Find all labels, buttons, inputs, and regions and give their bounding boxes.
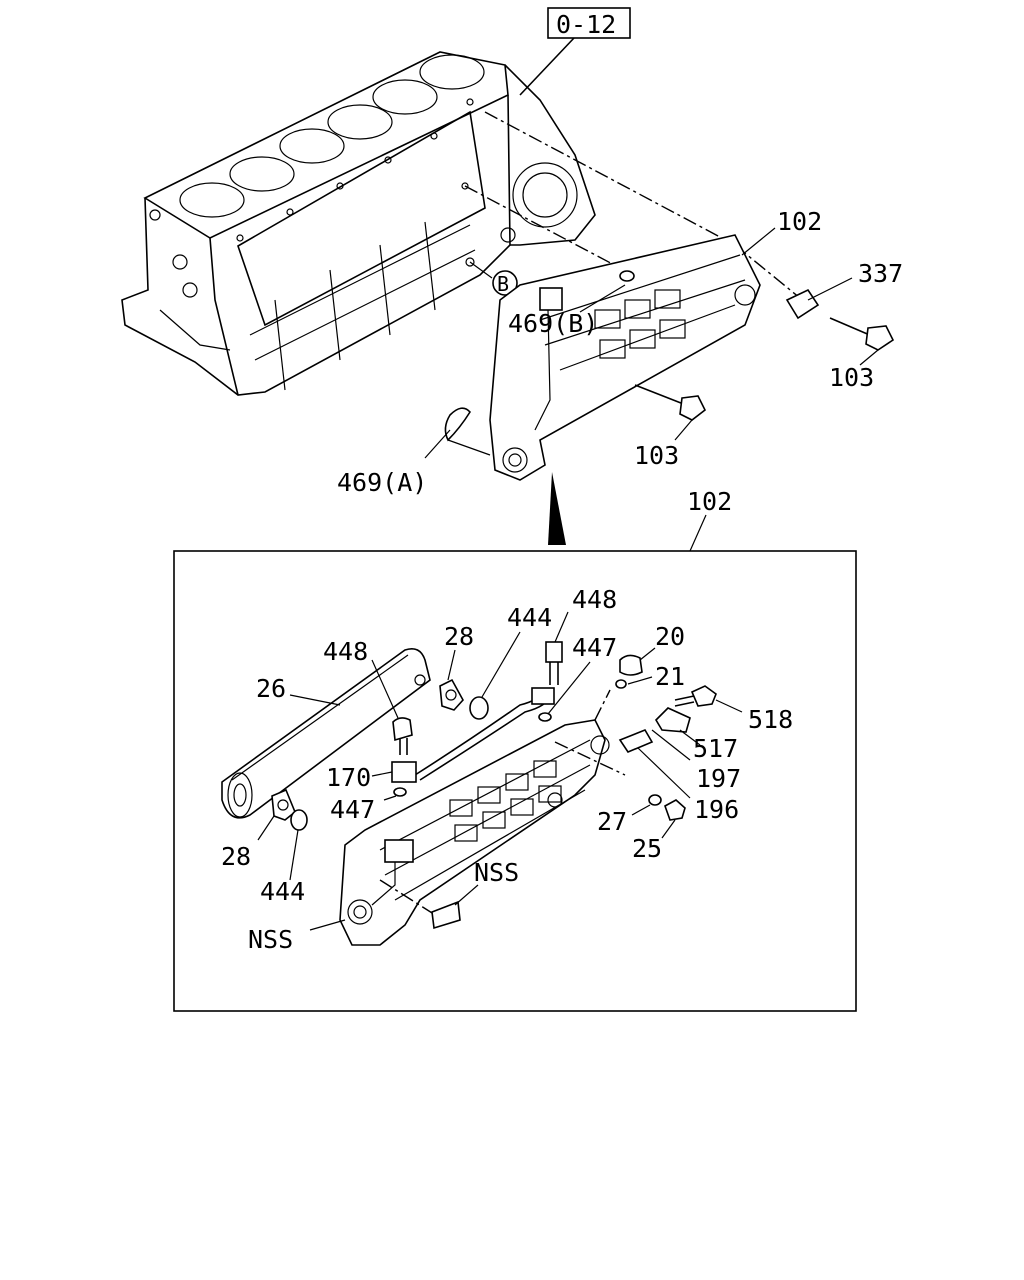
circle-b-label: B — [497, 272, 509, 296]
reference-box-label: 0-12 — [556, 10, 616, 39]
callout-103-right[interactable]: 103 — [829, 363, 874, 392]
bolt-448-left[interactable] — [371, 659, 413, 755]
cap-20[interactable] — [619, 647, 656, 676]
o-ring-444-top[interactable] — [469, 631, 521, 720]
gasket-469a[interactable] — [424, 407, 491, 459]
callout-170[interactable]: 170 — [326, 763, 371, 792]
callout-27[interactable]: 27 — [597, 807, 627, 836]
bolt-103-right[interactable] — [829, 317, 895, 366]
gasket-469b[interactable] — [579, 270, 635, 313]
callout-26[interactable]: 26 — [256, 674, 286, 703]
bolt-448-top[interactable] — [545, 611, 569, 685]
reference-box[interactable]: 0-12 — [519, 7, 631, 96]
alignment-line — [484, 111, 736, 246]
callout-448-left[interactable]: 448 — [323, 637, 368, 666]
o-ring-444-left[interactable] — [289, 809, 308, 881]
cooler-housing-detail[interactable] — [339, 719, 610, 946]
callout-448-top[interactable]: 448 — [572, 585, 617, 614]
callout-469a[interactable]: 469(A) — [337, 468, 427, 497]
alignment-line — [379, 879, 441, 919]
gasket-28-top[interactable] — [439, 649, 464, 711]
callout-28-left[interactable]: 28 — [221, 842, 251, 871]
o-ring-21[interactable] — [615, 676, 653, 689]
callout-102-detail[interactable]: 102 — [687, 487, 732, 516]
callout-197[interactable]: 197 — [696, 764, 741, 793]
washer-447-top[interactable] — [538, 661, 591, 722]
washer-27[interactable] — [631, 794, 662, 816]
callout-517[interactable]: 517 — [693, 734, 738, 763]
alignment-line — [464, 185, 621, 269]
callout-447-top[interactable]: 447 — [572, 633, 617, 662]
plate-nss[interactable] — [431, 884, 479, 930]
callout-518[interactable]: 518 — [748, 705, 793, 734]
gasket-28-left[interactable] — [257, 788, 296, 841]
callout-444-top[interactable]: 444 — [507, 603, 552, 632]
callout-447-left[interactable]: 447 — [330, 795, 375, 824]
callout-103-mid[interactable]: 103 — [634, 441, 679, 470]
cylinder-block — [121, 51, 596, 396]
alignment-line — [734, 244, 801, 299]
callout-469b[interactable]: 469(B) — [508, 309, 598, 338]
switch-196-197[interactable] — [618, 729, 691, 799]
callout-444-left[interactable]: 444 — [260, 877, 305, 906]
callout-28-top[interactable]: 28 — [444, 622, 474, 651]
washer-447-left[interactable] — [383, 787, 407, 801]
callout-nss-right[interactable]: NSS — [474, 858, 519, 887]
sensor-517[interactable] — [654, 707, 701, 746]
callout-337[interactable]: 337 — [858, 259, 903, 288]
oil-pipe[interactable] — [391, 687, 555, 783]
bracket-337[interactable] — [785, 277, 853, 320]
plug-25[interactable] — [661, 799, 686, 839]
circle-b-marker: B — [469, 261, 518, 296]
detail-frame — [173, 550, 857, 1012]
detail-arrow — [548, 472, 566, 545]
callout-196[interactable]: 196 — [694, 795, 739, 824]
callout-102-top[interactable]: 102 — [777, 207, 822, 236]
bolt-103-mid[interactable] — [634, 384, 707, 441]
callout-20[interactable]: 20 — [655, 622, 685, 651]
callout-25[interactable]: 25 — [632, 834, 662, 863]
alignment-line — [554, 741, 626, 776]
bolt-518[interactable] — [674, 685, 743, 713]
alignment-line — [594, 689, 611, 721]
callout-nss-left[interactable]: NSS — [248, 925, 293, 954]
oil-cooler-assembly[interactable] — [489, 234, 761, 481]
callout-21[interactable]: 21 — [655, 662, 685, 691]
